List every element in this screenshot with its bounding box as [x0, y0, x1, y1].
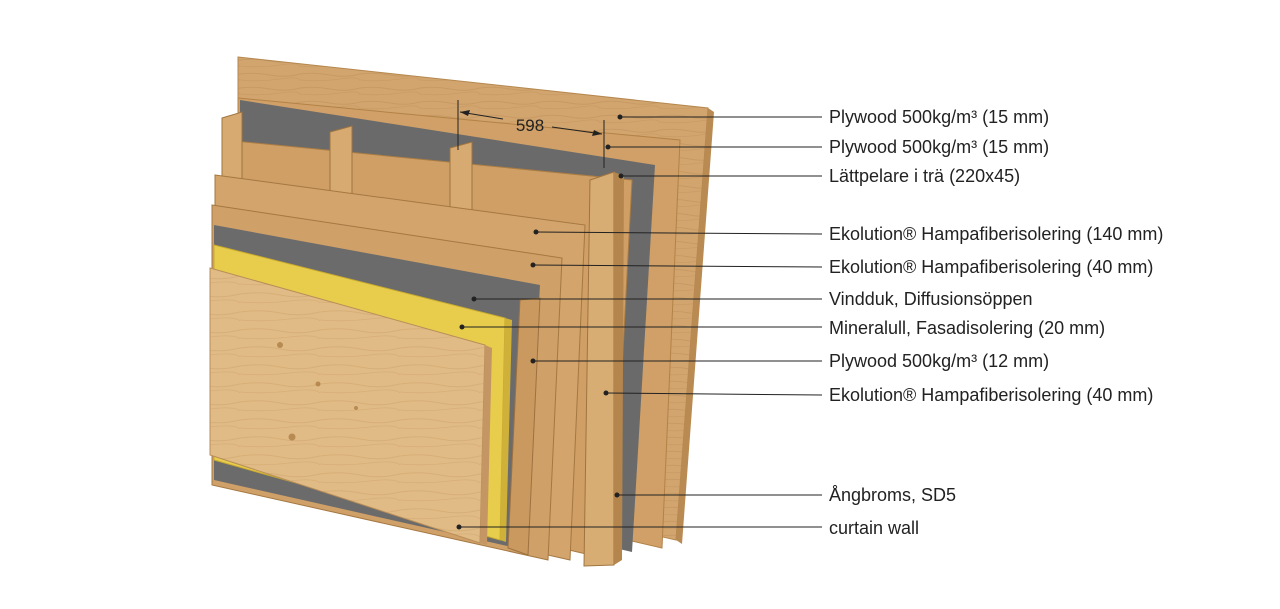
layer-label-hemp-140: Ekolution® Hampafiberisolering (140 mm): [829, 224, 1164, 244]
layer-label-mineral-wool: Mineralull, Fasadisolering (20 mm): [829, 318, 1106, 338]
layer-label-curtain-wall: curtain wall: [829, 518, 920, 538]
layer-label-hemp-40-outer: Ekolution® Hampafiberisolering (40 mm): [829, 257, 1154, 277]
dimension-indicator: [457, 100, 605, 168]
dimension-value: 598: [516, 116, 544, 135]
leader-dot-3: [533, 229, 539, 235]
leader-dot-10: [456, 524, 462, 530]
layer-label-vapor-brake: Ångbroms, SD5: [829, 485, 957, 505]
layer-label-wind-barrier: Vindduk, Diffusionsöppen: [829, 289, 1033, 309]
leader-line-8: [605, 392, 823, 396]
leader-line-4: [532, 264, 823, 268]
leader-dot-7: [530, 358, 536, 364]
layer-label-plywood-12: Plywood 500kg/m³ (12 mm): [829, 351, 1050, 371]
leader-lines: [456, 114, 823, 530]
leader-dot-4: [530, 262, 536, 268]
wood-knots: [277, 342, 358, 441]
leader-dot-6: [459, 324, 465, 330]
mineral-wool-edge: [500, 318, 512, 542]
layer-label-hemp-40-inner: Ekolution® Hampafiberisolering (40 mm): [829, 385, 1154, 405]
plywood-back-edge: [676, 108, 714, 544]
leader-dot-9: [614, 492, 620, 498]
leader-line-3: [535, 231, 823, 235]
layer-label-plywood-outer-1: Plywood 500kg/m³ (15 mm): [829, 107, 1050, 127]
leader-dot-8: [603, 390, 609, 396]
layer-label-studs: Lättpelare i trä (220x45): [829, 166, 1021, 186]
leader-dot-2: [618, 173, 624, 179]
curtain-wall-edge: [480, 345, 492, 545]
leader-dot-0: [617, 114, 623, 120]
layer-label-plywood-outer-2: Plywood 500kg/m³ (15 mm): [829, 137, 1050, 157]
leader-dot-1: [605, 144, 611, 150]
leader-dot-5: [471, 296, 477, 302]
